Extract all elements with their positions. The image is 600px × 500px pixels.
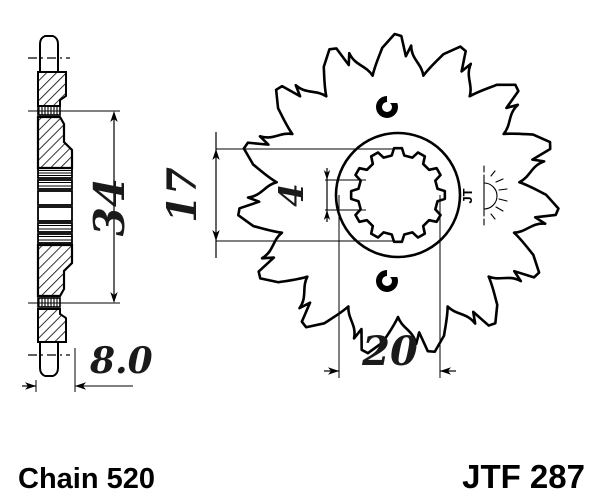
dim80-arrow-right bbox=[75, 382, 86, 390]
sprocket-face-view: JT bbox=[159, 32, 560, 378]
dim17-label: 17 bbox=[159, 167, 206, 223]
sprocket-teeth-generated bbox=[236, 32, 560, 355]
section-lower-body-hatch bbox=[36, 243, 74, 298]
section-bottom-tooth bbox=[39, 341, 59, 377]
section-upper-body-hatch bbox=[36, 115, 74, 170]
dimension-8-0: 8.0 bbox=[22, 340, 153, 392]
dim80-label: 8.0 bbox=[89, 340, 153, 382]
section-lower-hatch-1 bbox=[37, 308, 67, 343]
dimension-4: 4 bbox=[272, 168, 366, 222]
dimension-34: 34 bbox=[28, 110, 134, 304]
jt-logo-text: JT bbox=[460, 188, 475, 203]
sprocket-tooth-profile bbox=[236, 32, 560, 355]
part-number-label: JTF 287 bbox=[462, 458, 585, 495]
bolt-hole-top bbox=[376, 96, 398, 118]
dim17-arrow-bottom bbox=[212, 230, 220, 241]
dimension-17: 17 bbox=[159, 132, 398, 258]
jt-logo-mark: JT bbox=[460, 165, 508, 226]
section-hub-bands bbox=[37, 167, 73, 244]
logo-sun-arc bbox=[483, 182, 498, 210]
section-top-tooth bbox=[39, 35, 59, 59]
section-upper-hatch-1 bbox=[37, 71, 67, 107]
hub-outer-circle bbox=[334, 131, 462, 259]
dim34-arrow-top bbox=[110, 111, 118, 122]
dim34-arrow-bottom bbox=[110, 292, 118, 303]
dim34-label: 34 bbox=[85, 178, 134, 236]
dim4-arrow-bottom bbox=[323, 210, 331, 220]
chain-label: Chain 520 bbox=[18, 463, 155, 495]
section-top-tooth-flank bbox=[39, 57, 59, 73]
dim17-arrow-top bbox=[212, 149, 220, 160]
dim4-arrow-top bbox=[323, 170, 331, 180]
splined-bore bbox=[349, 146, 447, 244]
spline-profile bbox=[349, 146, 447, 244]
dim20-arrow-left bbox=[328, 367, 339, 375]
side-cross-section-view: 34 8.0 bbox=[22, 35, 153, 392]
dim4-label: 4 bbox=[272, 183, 312, 207]
dim20-arrow-right bbox=[440, 367, 451, 375]
dimension-20: 20 bbox=[324, 195, 456, 378]
dim20-label: 20 bbox=[361, 328, 418, 375]
logo-sun-rays bbox=[483, 165, 508, 226]
bolt-hole-bottom bbox=[376, 270, 398, 292]
dim80-arrow-left bbox=[25, 382, 36, 390]
